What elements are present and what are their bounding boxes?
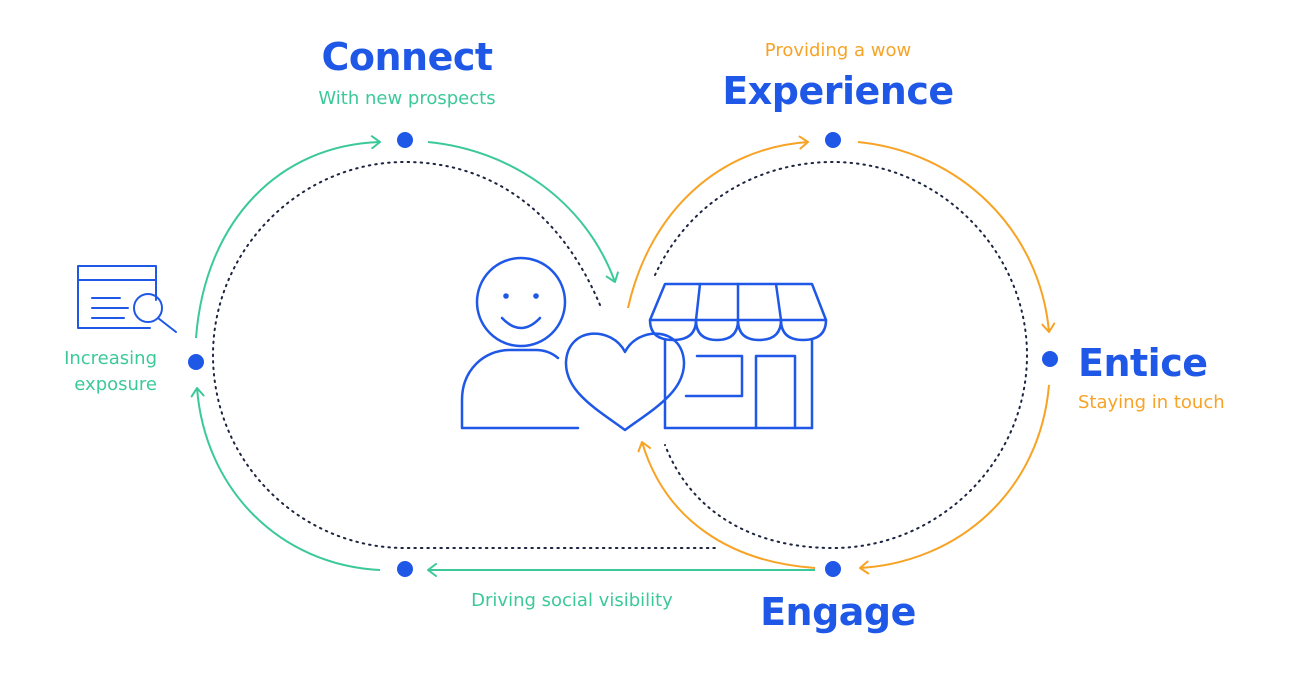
arrow-engage-to-center [637,441,816,569]
dot-engage [825,561,841,577]
arrow-entice-to-engage [859,384,1050,575]
dot-entice [1042,351,1058,367]
search-document-icon [77,265,177,333]
engage-title: Engage [760,590,916,634]
dot-connect [397,132,413,148]
arrow-experience-to-entice [857,141,1056,333]
connect-subtitle: With new prospects [318,88,495,109]
arrow-connect-to-center [427,141,619,283]
exposure-label-line2: exposure [74,374,157,395]
arrow-social-to-exposure [190,387,381,571]
experience-subtitle: Providing a wow [765,40,911,61]
arrow-exposure-to-connect [195,135,381,339]
social-visibility-label: Driving social visibility [471,590,673,611]
dot-experience [825,132,841,148]
connect-title: Connect [321,35,492,79]
dot-social [397,561,413,577]
experience-title: Experience [722,69,953,113]
storefront-icon [648,282,828,430]
left-dotted-loop [211,160,716,549]
entice-title: Entice [1078,341,1208,385]
entice-subtitle: Staying in touch [1078,392,1225,413]
heart-icon [564,332,686,432]
dot-exposure [188,354,204,370]
exposure-label-line1: Increasing [64,348,157,369]
right-dotted-loop [654,160,1029,550]
arrow-center-to-experience [627,135,809,309]
smiling-person-icon [460,256,580,430]
